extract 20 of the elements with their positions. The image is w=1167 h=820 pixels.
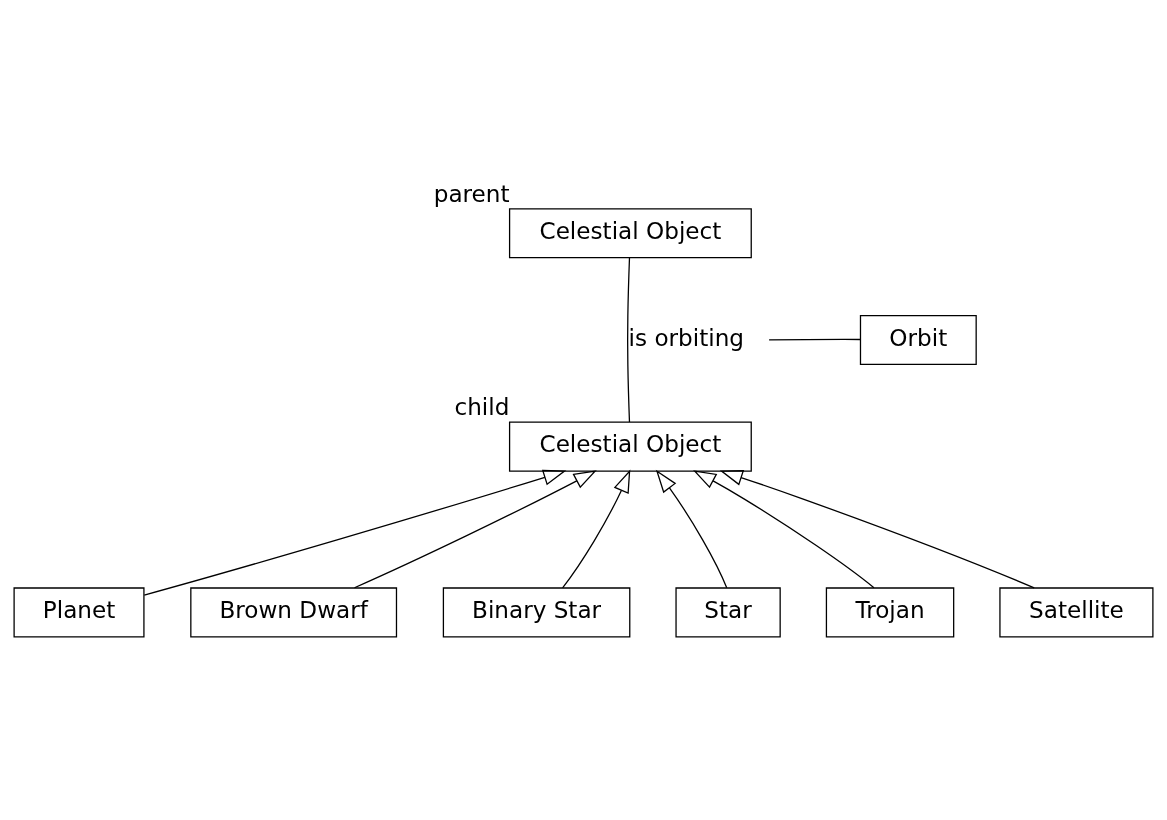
node-box: Star xyxy=(675,587,781,638)
node-box: Satellite xyxy=(999,587,1154,638)
connector xyxy=(626,257,631,423)
arrow xyxy=(693,470,875,589)
arrow xyxy=(719,470,1035,589)
node-box: Celestial Object xyxy=(508,421,752,472)
node-box: Orbit xyxy=(859,314,977,365)
arrow xyxy=(561,469,631,589)
node-box: Brown Dwarf xyxy=(190,587,398,638)
connector xyxy=(768,338,861,341)
arrow xyxy=(655,469,728,589)
arrow xyxy=(143,469,567,596)
node-label: parent xyxy=(433,180,510,207)
node-box: Planet xyxy=(13,587,145,638)
node-box: Trojan xyxy=(825,587,955,638)
node-box: Binary Star xyxy=(442,587,631,638)
arrow xyxy=(353,470,597,589)
edge-label: is orbiting xyxy=(628,324,745,351)
node-label: child xyxy=(454,394,510,421)
node-box: Celestial Object xyxy=(508,208,752,259)
